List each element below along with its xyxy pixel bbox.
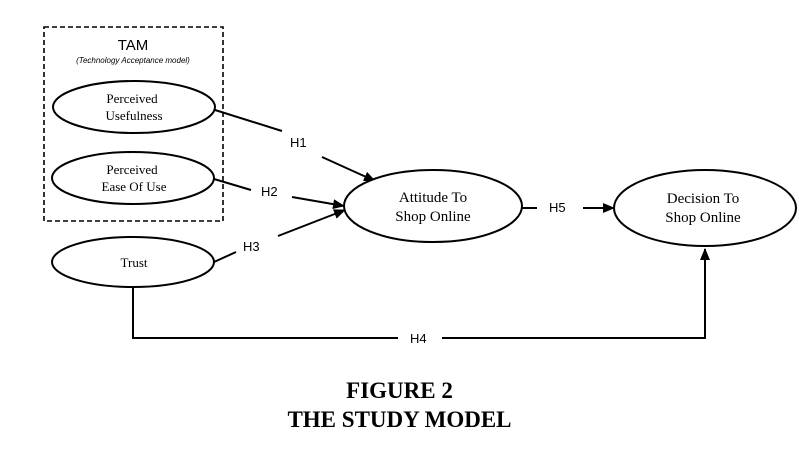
node-trust [51,236,215,288]
tam-title: TAM [118,37,149,54]
node-decision-to-shop-online [613,169,797,247]
h1-label: H1 [290,135,307,150]
h3-arrow [277,209,346,237]
h2-connector-a [213,178,252,191]
node-perceived-usefulness-line1: Perceived [106,91,158,106]
h5-label: H5 [549,200,566,215]
node-perceived-ease-of-use [51,151,215,205]
node-attitude-line2: Shop Online [395,209,471,225]
h4-label: H4 [410,331,427,346]
h1-arrow [321,156,376,182]
h3-connector-a [213,251,237,263]
tam-subtitle: (Technology Acceptance model) [76,56,190,65]
figure-caption-title: THE STUDY MODEL [287,407,512,432]
node-decision-line1: Decision To [667,191,739,207]
h1-connector-a [214,109,283,132]
h3-label: H3 [243,239,260,254]
node-attitude-to-shop-online [343,169,523,243]
h4-connector-a [132,286,398,339]
node-perceived-ease-of-use-line2: Ease Of Use [102,179,167,194]
node-perceived-usefulness-line2: Usefulness [105,108,162,123]
node-trust-label: Trust [121,255,148,270]
h2-label: H2 [261,184,278,199]
node-perceived-ease-of-use-line1: Perceived [106,162,158,177]
node-perceived-usefulness [52,80,216,134]
tam-group-box [43,26,224,222]
node-attitude-line1: Attitude To [399,190,467,206]
node-decision-line2: Shop Online [665,210,741,226]
h4-arrow [442,248,710,339]
figure-caption-number: FIGURE 2 [346,378,453,403]
h2-arrow [291,196,345,210]
